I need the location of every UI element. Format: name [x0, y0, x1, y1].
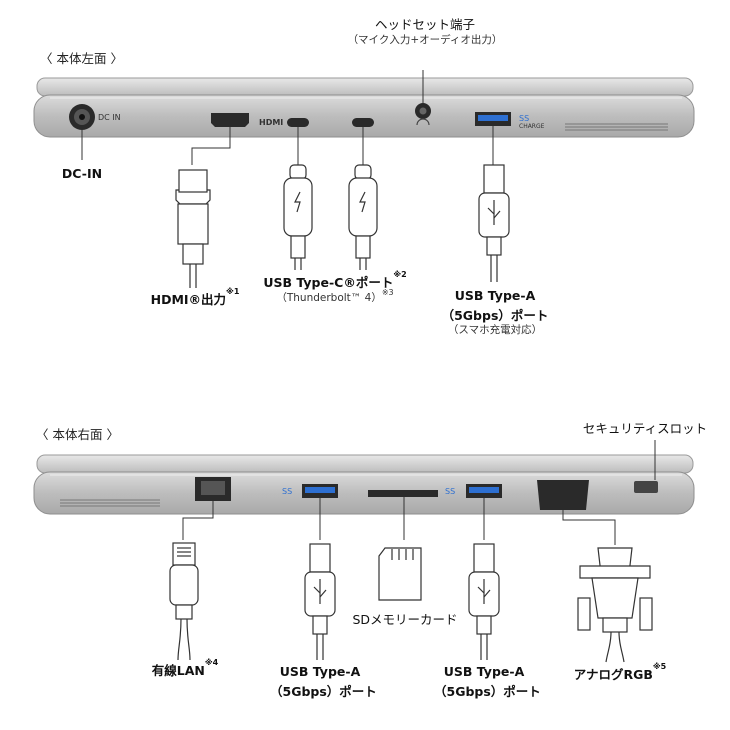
usb-c-sublabel-text: （Thunderbolt™ 4） [276, 292, 382, 304]
hdmi-mark: HDMI [259, 118, 284, 127]
rgb-note: ※5 [652, 662, 667, 671]
usb-a-sublabel-2: （スマホ充電対応） [447, 324, 543, 336]
usb-c-port-2 [352, 118, 374, 127]
dc-in-label: DC-IN [61, 166, 103, 181]
hdmi-label-text: HDMI®出力 [150, 292, 227, 307]
usb-a-plug-right-1 [304, 543, 336, 660]
usb-c-plug-2 [348, 164, 378, 270]
lan-port [195, 477, 231, 501]
ss-mark-right-2: SS [445, 487, 456, 496]
usb-c-label: USB Type-C®ポート※2 [255, 270, 415, 291]
usb-c-port-1 [287, 118, 309, 127]
chevron-right-icon: 〉 [106, 427, 120, 442]
right-side-title-text: 本体右面 [52, 427, 103, 442]
hdmi-port [211, 113, 249, 127]
lan-label-text: 有線LAN [151, 663, 205, 678]
usb-a-right-1-label: USB Type-A [279, 664, 361, 679]
usb-a-right-2-sublabel: （5Gbps）ポート [434, 684, 541, 699]
lan-note: ※4 [204, 658, 219, 667]
vga-plug [577, 547, 653, 663]
right-side-title: 〈 本体右面 〉 [36, 424, 119, 443]
vga-port [537, 480, 589, 510]
left-laptop-body [33, 77, 695, 138]
dc-in-port [69, 104, 95, 130]
ss-mark-right-1: SS [282, 487, 293, 496]
usb-c-sub-note: ※3 [381, 288, 394, 297]
left-side-title-text: 本体左面 [56, 51, 107, 66]
right-vent [60, 499, 160, 507]
usb-a-port-right-2 [466, 484, 502, 498]
sd-card-slot [368, 490, 438, 497]
security-slot-label: セキュリティスロット [582, 421, 708, 436]
headset-sublabel: （マイク入力+オーディオ出力） [347, 34, 503, 46]
hdmi-label: HDMI®出力※1 [140, 287, 250, 308]
left-vent [565, 123, 668, 131]
sd-card [378, 547, 422, 601]
rgb-label: アナログRGB※5 [565, 662, 675, 683]
chevron-right-icon: 〉 [110, 51, 124, 66]
ss-mark-left: SS [519, 114, 530, 123]
usb-a-sublabel-1: （5Gbps）ポート [441, 308, 549, 323]
lan-label: 有線LAN※4 [140, 658, 230, 679]
headset-label: ヘッドセット端子 [374, 17, 475, 32]
usb-a-label: USB Type-A [454, 288, 536, 303]
usb-a-plug-right-2 [468, 543, 500, 660]
security-slot [634, 481, 658, 493]
usb-a-right-1-sublabel: （5Gbps）ポート [270, 684, 377, 699]
headset-port [415, 103, 431, 126]
chevron-left-icon: 〈 [40, 51, 53, 66]
usb-c-plug-1 [283, 164, 313, 270]
usb-c-label-text: USB Type-C®ポート [263, 275, 394, 290]
usb-c-note: ※2 [393, 270, 407, 279]
rgb-label-text: アナログRGB [573, 667, 653, 682]
usb-a-port [475, 112, 511, 126]
lan-plug [169, 542, 199, 661]
hdmi-note: ※1 [226, 287, 240, 296]
chevron-left-icon: 〈 [36, 427, 49, 442]
charge-mark: CHARGE [519, 123, 545, 130]
left-side-title: 〈 本体左面 〉 [40, 48, 123, 67]
usb-a-plug [478, 164, 510, 282]
dc-in-mark: DC IN [98, 113, 121, 122]
usb-a-right-2-label: USB Type-A [443, 664, 525, 679]
sd-card-label: SDメモリーカード [352, 612, 458, 627]
hdmi-plug [175, 169, 211, 288]
right-laptop-body [33, 454, 695, 515]
usb-a-port-right-1 [302, 484, 338, 498]
usb-c-sublabel: （Thunderbolt™ 4）※3 [255, 288, 415, 305]
